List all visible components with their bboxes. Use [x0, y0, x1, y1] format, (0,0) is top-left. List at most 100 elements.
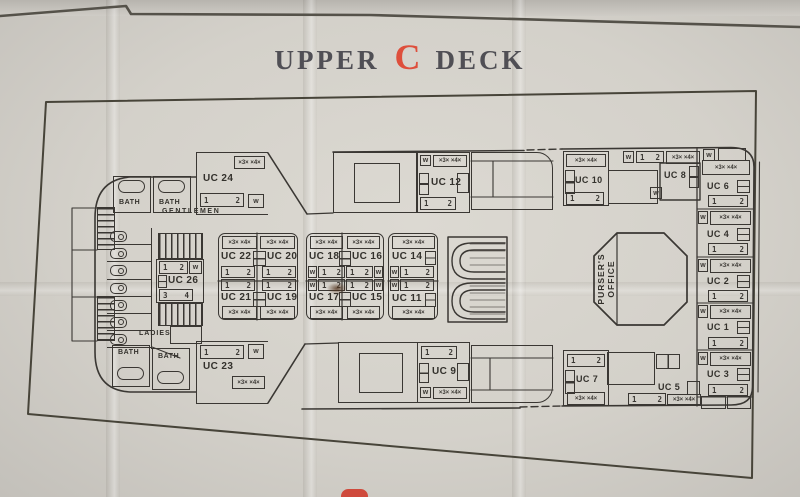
- cabin-label-uc7: UC 7: [576, 374, 599, 384]
- deck-title-word: DECK: [435, 45, 526, 75]
- toilet-stall: [107, 331, 151, 349]
- berth-2: 2: [739, 385, 744, 395]
- bathtub-icon: [158, 180, 185, 193]
- upper-berths-icon: ×3× ×4×: [232, 376, 265, 389]
- berth-2: 2: [235, 195, 240, 205]
- washbasin-icon: [253, 251, 266, 266]
- berth-3: 3: [163, 290, 168, 300]
- aft-cabin-dividers: [696, 208, 754, 398]
- berth-1: 1: [204, 195, 209, 205]
- washbasin-icon: [419, 363, 429, 383]
- upper-berths-icon: ×3× ×4×: [433, 155, 467, 167]
- stairs-icon: [158, 233, 203, 259]
- upper-berths-icon: ×3× ×4×: [392, 306, 435, 319]
- upper-berths-icon: ×3× ×4×: [667, 394, 701, 405]
- bathroom: BATH: [113, 176, 151, 213]
- pursers-office-octagon: [593, 232, 688, 326]
- washbasin-icon: [689, 166, 699, 188]
- berth-1: 1: [225, 280, 230, 290]
- berth-1: 1: [424, 199, 429, 208]
- cabin-label-uc24: UC 24: [203, 173, 234, 184]
- cabin-label-uc17: UC 17: [309, 292, 340, 303]
- cabin-label-uc4: UC 4: [707, 229, 730, 239]
- upper-berths-icon: ×3× ×4×: [710, 305, 751, 319]
- paper-edge-line: [0, 4, 800, 29]
- upper-berths-icon: ×3× ×4×: [710, 259, 751, 273]
- deck-title-word: UPPER: [274, 45, 380, 75]
- cabin-partitions: [217, 232, 439, 321]
- berth-2: 2: [336, 267, 341, 277]
- washbasin-icon: [737, 275, 750, 288]
- wc-marker: w: [698, 211, 708, 224]
- upper-berths-icon: ×3× ×4×: [666, 151, 700, 164]
- bathroom: BATH: [152, 348, 190, 390]
- cabin-label-uc21: UC 21: [221, 292, 252, 303]
- public-room: [471, 152, 553, 210]
- upper-berths-icon: ×3× ×4×: [567, 392, 605, 405]
- wc-marker: w: [650, 187, 662, 199]
- public-room: [338, 342, 418, 403]
- pursers-office-line1: PURSER'S: [596, 253, 606, 305]
- berth-2: 2: [739, 338, 744, 348]
- fold-stain: [327, 283, 347, 294]
- berth-1: 1: [712, 196, 717, 206]
- bath-label: BATH: [159, 199, 181, 206]
- berth-2: 2: [246, 267, 251, 277]
- berth-2: 2: [739, 291, 744, 301]
- berth-2: 2: [739, 196, 744, 206]
- toilet-icon: [110, 231, 127, 242]
- washbasin-icon: [425, 251, 436, 265]
- next-deck-red-letter-tip: [341, 489, 368, 497]
- berth-2: 2: [655, 152, 660, 162]
- cabin-label-uc20: UC 20: [267, 251, 298, 262]
- berth-1: 1: [712, 244, 717, 254]
- wardrobe: [457, 363, 469, 381]
- toilet-icon: [110, 334, 127, 346]
- cabin-label-uc8: UC 8: [664, 170, 687, 180]
- washbasin-icon: [419, 173, 429, 195]
- washbasin-icon: [737, 180, 750, 193]
- bathtub-icon: [117, 367, 144, 380]
- toilet-stall: [107, 245, 151, 263]
- toilet-stall: [107, 228, 151, 246]
- berth-2: 2: [287, 267, 292, 277]
- bathroom: BATH: [112, 345, 150, 387]
- berth-1: 1: [350, 280, 355, 290]
- washbasin-icon: [737, 228, 750, 241]
- berth-1: 1: [266, 267, 271, 277]
- berth-2: 2: [287, 280, 292, 290]
- washbasin-icon: [737, 321, 750, 334]
- berth-2: 2: [447, 199, 452, 208]
- cabin-label-uc11: UC 11: [392, 293, 422, 304]
- upper-berths-icon: ×3× ×4×: [710, 352, 751, 366]
- upper-berths-icon: ×3× ×4×: [710, 211, 751, 225]
- berth-2: 2: [425, 267, 430, 277]
- wc-marker: w: [390, 266, 399, 278]
- berth-1: 1: [204, 347, 209, 357]
- cabin-label-uc19: UC 19: [267, 292, 298, 303]
- toilet-icon: [110, 248, 127, 260]
- washbasin-icon: [565, 370, 575, 394]
- wardrobe: [457, 173, 469, 193]
- cabin-label-uc23: UC 23: [203, 361, 234, 372]
- public-room: [333, 152, 417, 213]
- berth-2: 2: [739, 244, 744, 254]
- wc-marker: w: [390, 279, 399, 291]
- bathtub-icon: [157, 371, 184, 384]
- berth-2: 2: [448, 348, 453, 357]
- berth-1: 1: [632, 394, 637, 404]
- side-platform-lines: [71, 207, 98, 342]
- bath-label: BATH: [158, 353, 180, 360]
- vestibule: [170, 326, 202, 344]
